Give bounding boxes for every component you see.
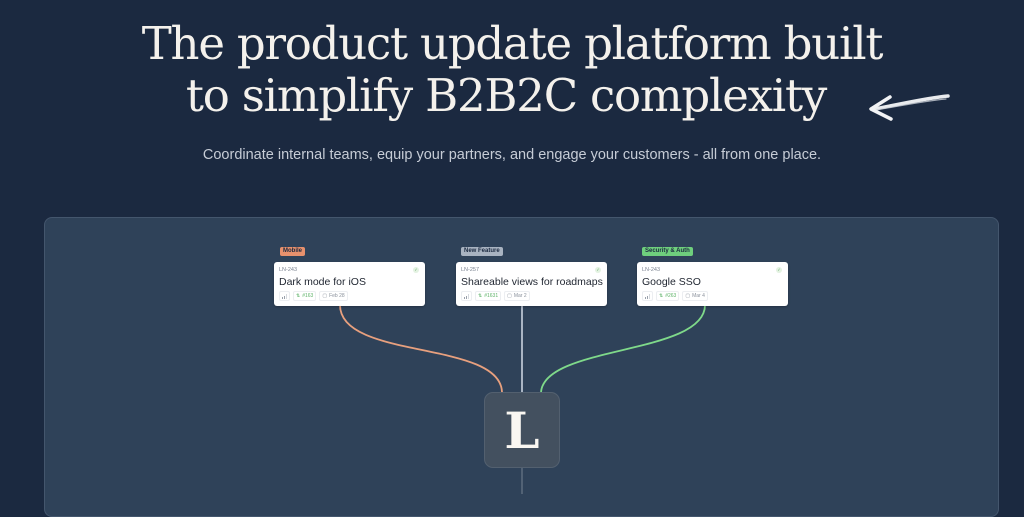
issue-title: Dark mode for iOS [279,276,366,288]
git-pull-request-icon: ⇅ [296,293,301,299]
pull-request-chip: ⇅ #163 [293,291,317,301]
due-date: Mar 2 [513,293,527,299]
hero-heading-line-2: to simplify B2B2C complexity [185,69,827,122]
hero-subtitle: Coordinate internal teams, equip your pa… [202,147,822,163]
logo-letter-icon: L [504,401,540,460]
due-date-chip: ▢ Mar 2 [504,291,530,301]
due-date-chip: ▢ Feb 28 [319,291,348,301]
issue-id: LN-243 [642,267,661,273]
issue-title: Shareable views for roadmaps [461,276,603,288]
status-check-icon: ✓ [413,267,419,273]
pull-request-chip: ⇅ #263 [656,291,680,301]
due-date: Mar 4 [692,293,705,299]
status-check-icon: ✓ [595,267,601,273]
pr-number: #263 [665,293,677,299]
issue-card-google-sso[interactable]: LN-243 ✓ Google SSO ⇅ #263 ▢ Mar 4 [637,262,788,306]
issue-id: LN-257 [461,267,480,273]
tag-mobile: Mobile [280,247,305,256]
issue-id: LN-243 [279,267,298,273]
pr-number: #163 [302,293,314,299]
tag-security-auth: Security & Auth [642,247,693,256]
due-date: Feb 28 [329,293,345,299]
calendar-icon: ▢ [322,293,328,299]
priority-signal-icon [461,291,472,301]
calendar-icon: ▢ [507,293,512,299]
pull-request-chip: ⇅ #1631 [475,291,502,301]
issue-title: Google SSO [642,276,701,288]
hero-heading: The product update platform built to sim… [0,18,1024,122]
due-date-chip: ▢ Mar 4 [682,291,708,301]
status-check-icon: ✓ [776,267,782,273]
hero-heading-line-1: The product update platform built [141,17,884,70]
hand-drawn-arrow-icon [869,94,950,121]
priority-signal-icon [642,291,653,301]
git-pull-request-icon: ⇅ [478,293,483,299]
calendar-icon: ▢ [685,293,691,299]
priority-signal-icon [279,291,290,301]
issue-card-shareable-views[interactable]: LN-257 ✓ Shareable views for roadmaps ⇅ … [456,262,607,306]
git-pull-request-icon: ⇅ [659,293,664,299]
pr-number: #1631 [484,293,499,299]
issue-card-dark-mode[interactable]: LN-243 ✓ Dark mode for iOS ⇅ #163 ▢ Feb … [274,262,425,306]
hub-logo: L [484,392,560,468]
tag-new-feature: New Feature [461,247,503,256]
